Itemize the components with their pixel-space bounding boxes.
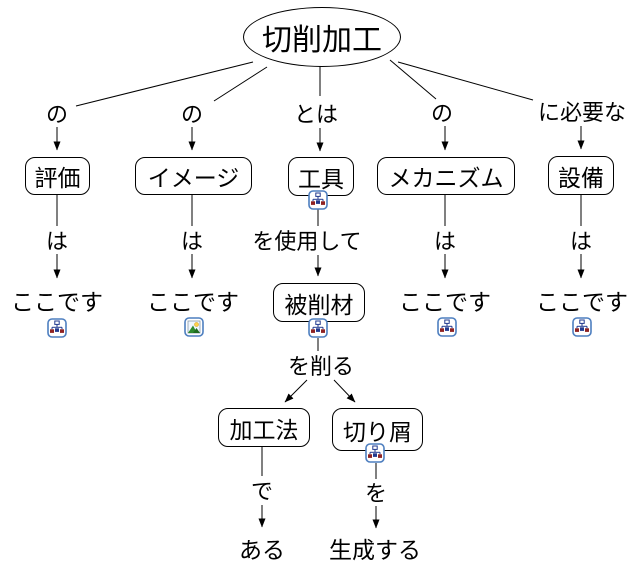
linking-phrase[interactable]: は bbox=[180, 229, 204, 254]
concept-node[interactable]: 被削材 bbox=[273, 283, 365, 322]
image-resource-icon[interactable] bbox=[184, 317, 204, 337]
cmap-resource-icon[interactable] bbox=[572, 317, 592, 337]
concept-node[interactable]: イメージ bbox=[135, 157, 252, 195]
cmap-resource-icon[interactable] bbox=[437, 317, 457, 337]
leaf-concept[interactable]: ここです bbox=[399, 289, 491, 315]
concept-node[interactable]: 切り屑 bbox=[332, 408, 423, 451]
linking-phrase[interactable]: を bbox=[364, 481, 388, 506]
linking-phrase[interactable]: は bbox=[569, 229, 593, 254]
concept-node[interactable]: 評価 bbox=[25, 157, 90, 195]
linking-phrase[interactable]: の bbox=[45, 102, 69, 127]
cmap-resource-icon[interactable] bbox=[308, 318, 328, 338]
cmap-resource-icon[interactable] bbox=[365, 443, 385, 463]
concept-node[interactable]: 設備 bbox=[548, 156, 614, 195]
cmap-resource-icon[interactable] bbox=[47, 318, 67, 338]
linking-phrase[interactable]: の bbox=[180, 102, 204, 127]
concept-node[interactable]: 加工法 bbox=[218, 408, 310, 447]
linking-phrase[interactable]: を削る bbox=[287, 354, 355, 379]
leaf-concept[interactable]: ある bbox=[239, 537, 285, 563]
linking-phrase[interactable]: に必要な bbox=[537, 100, 627, 125]
cmap-resource-icon[interactable] bbox=[308, 190, 328, 210]
linking-phrase[interactable]: は bbox=[433, 229, 457, 254]
linking-phrase[interactable]: の bbox=[430, 101, 454, 126]
linking-phrase[interactable]: とは bbox=[293, 102, 339, 127]
linking-phrase[interactable]: で bbox=[250, 479, 274, 504]
leaf-concept[interactable]: ここです bbox=[147, 289, 239, 315]
leaf-concept[interactable]: ここです bbox=[536, 289, 628, 315]
linking-phrase[interactable]: を使用して bbox=[252, 229, 362, 254]
linking-phrase[interactable]: は bbox=[45, 229, 69, 254]
concept-node[interactable]: 工具 bbox=[288, 157, 354, 196]
concept-node[interactable]: メカニズム bbox=[377, 157, 515, 195]
root-concept[interactable]: 切削加工 bbox=[243, 7, 401, 67]
leaf-concept[interactable]: 生成する bbox=[329, 537, 421, 563]
leaf-concept[interactable]: ここです bbox=[11, 289, 103, 315]
